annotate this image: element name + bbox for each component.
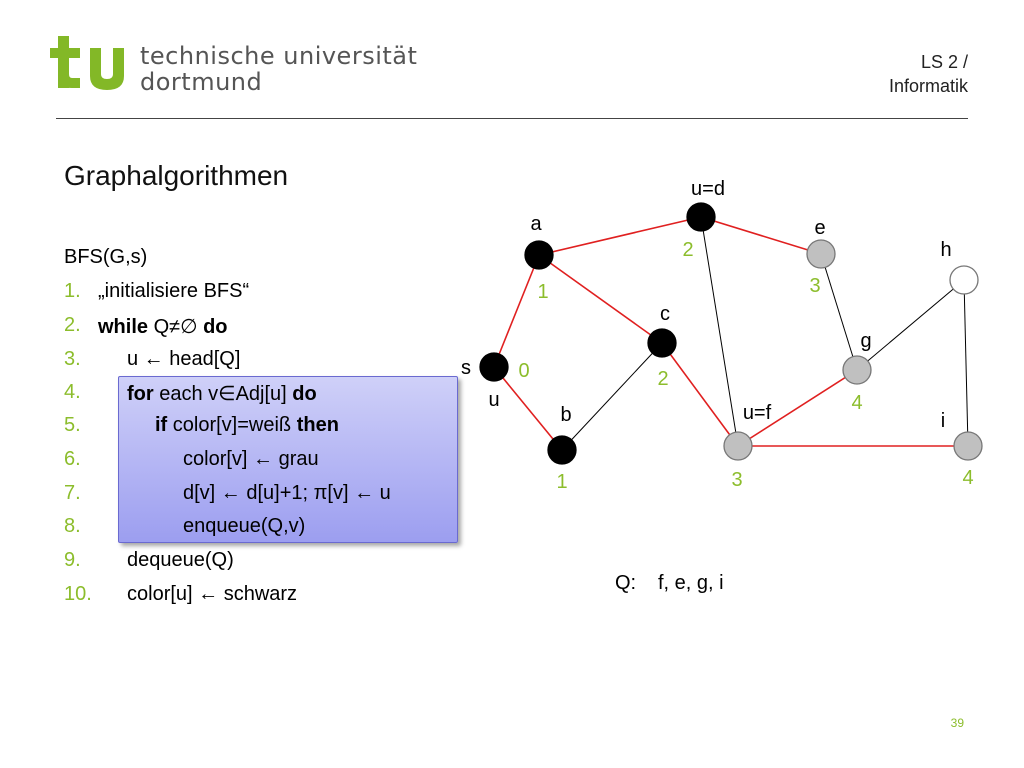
node-f: [723, 431, 753, 461]
chair-label-line1: LS 2 /: [920, 52, 968, 72]
queue-values: f, e, g, i: [658, 572, 724, 594]
edge-c-f: [661, 342, 739, 447]
node-distance-e: 3: [809, 275, 820, 297]
algorithm-title: BFS(G,s): [64, 246, 148, 268]
node-i: [953, 431, 983, 461]
node-c: [647, 328, 677, 358]
node-distance-f: 3: [731, 469, 742, 491]
slide-title: Graphalgorithmen: [64, 160, 289, 191]
edge-h-i: [963, 279, 969, 447]
node-distance-s: 0: [518, 360, 529, 382]
algorithm-line: color[v] ← grau: [183, 448, 319, 471]
header-divider: [56, 118, 968, 119]
line-number: 3.: [64, 348, 81, 370]
edge-d-f: [700, 216, 739, 447]
keyword: if: [155, 414, 168, 436]
node-g: [842, 355, 872, 385]
node-distance-g: 4: [851, 392, 862, 414]
edge-s-a: [493, 254, 540, 368]
edge-b-c: [561, 342, 663, 451]
algorithm-line: d[v] ← d[u]+1; π[v] ← u: [183, 482, 391, 505]
line-number: 6.: [64, 448, 81, 470]
algorithm-line: enqueue(Q,v): [183, 515, 305, 538]
line-number: 1.: [64, 280, 81, 302]
keyword: do: [203, 316, 228, 338]
code-text: color[v] ← grau: [183, 448, 319, 470]
node-label-e: e: [814, 217, 825, 239]
algorithm-line: color[u] ← schwarz: [127, 583, 297, 606]
university-name-line1: technische universität: [140, 42, 418, 70]
node-distance-b: 1: [556, 471, 567, 493]
code-text: „initialisiere BFS“: [98, 280, 250, 302]
node-label-s: s: [461, 357, 471, 379]
algorithm-line: u ← head[Q]: [127, 348, 240, 371]
algorithm-line: if color[v]=weiß then: [155, 414, 339, 437]
chair-label-line2: Informatik: [888, 76, 968, 96]
algorithm-line: for each v∈Adj[u] do: [127, 381, 317, 406]
algorithm-line: dequeue(Q): [127, 549, 234, 572]
node-distance-c: 2: [657, 368, 668, 390]
node-s: [479, 352, 509, 382]
edge-d-e: [700, 216, 822, 255]
node-h: [949, 265, 979, 295]
line-number: 4.: [64, 381, 81, 403]
code-text: color[u] ← schwarz: [127, 583, 298, 605]
line-number: 5.: [64, 414, 81, 436]
code-text: Q≠∅: [148, 316, 204, 338]
line-number: 7.: [64, 482, 81, 504]
node-e: [806, 239, 836, 269]
node-label-h: h: [940, 239, 951, 261]
university-name-line2: dortmund: [140, 68, 263, 96]
code-text: enqueue(Q,v): [183, 515, 306, 537]
node-b: [547, 435, 577, 465]
queue-label: Q:: [615, 572, 637, 594]
algorithm-line: „initialisiere BFS“: [98, 280, 249, 303]
edge-a-d: [538, 216, 702, 256]
node-label-c: c: [660, 303, 670, 325]
keyword: do: [292, 383, 317, 405]
edge-a-c: [538, 254, 663, 344]
node-distance-d: 2: [682, 239, 693, 261]
keyword: while: [98, 316, 149, 338]
node-d: [686, 202, 716, 232]
edge-f-g: [737, 369, 858, 447]
node-label-i: i: [941, 410, 945, 432]
loop-highlight-box: [118, 376, 458, 543]
line-number: 9.: [64, 549, 81, 571]
edge-s-b: [493, 366, 563, 451]
algorithm-line: while Q≠∅ do: [98, 314, 228, 339]
edge-e-g: [820, 253, 858, 371]
node-label-f: u=f: [743, 402, 772, 424]
node-distance-i: 4: [962, 467, 973, 489]
node-label-b: b: [560, 404, 571, 426]
line-number: 2.: [64, 314, 81, 336]
node-label-g: g: [860, 330, 871, 352]
code-text: each v∈Adj[u]: [153, 383, 293, 405]
node-label-d: u=d: [691, 178, 725, 200]
line-number: 8.: [64, 515, 81, 537]
code-text: d[v] ← d[u]+1; π[v] ← u: [183, 482, 391, 504]
code-text: dequeue(Q): [127, 549, 234, 571]
node-label-a: a: [530, 213, 542, 235]
page-number: 39: [950, 716, 964, 730]
line-number: 10.: [64, 583, 92, 605]
node-distance-a: 1: [537, 281, 548, 303]
code-text: u ← head[Q]: [127, 348, 241, 370]
keyword: then: [296, 414, 339, 436]
keyword: for: [127, 383, 154, 405]
node-a: [524, 240, 554, 270]
tu-logo: [50, 36, 124, 90]
node-label2-s: u: [488, 389, 499, 411]
edge-g-h: [856, 279, 965, 371]
code-text: color[v]=weiß: [167, 414, 297, 436]
